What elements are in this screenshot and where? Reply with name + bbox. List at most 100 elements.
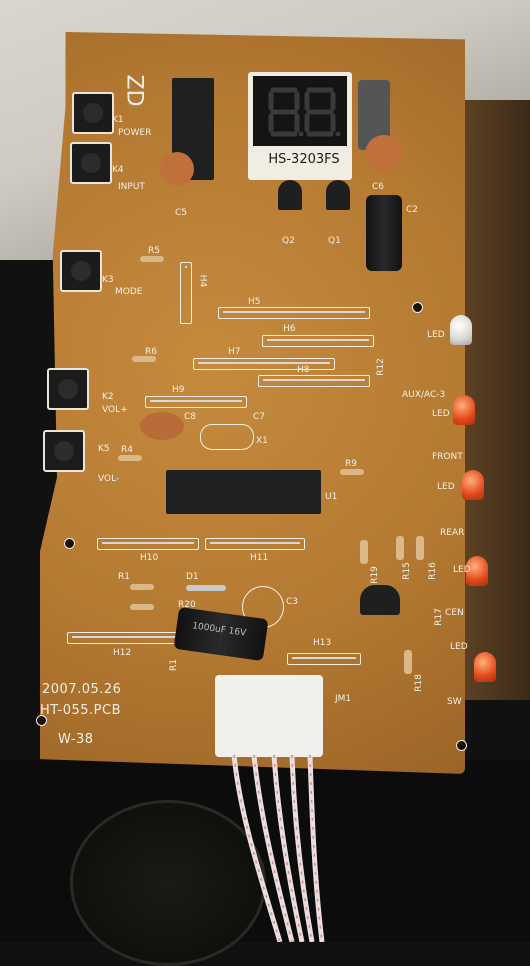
- button-ref-k2: K2: [102, 392, 114, 402]
- mounting-hole: [456, 740, 467, 751]
- crystal-outline: [200, 424, 254, 450]
- resistor-ref-r15: R15: [401, 562, 412, 580]
- resistor-r9: [340, 469, 364, 475]
- button-ref-k4: K4: [112, 165, 124, 175]
- seven-segment-display: [253, 76, 347, 146]
- resistor-ref-r18: R18: [413, 674, 424, 692]
- mode-button-label: MODE: [115, 287, 143, 297]
- jumper-h9: [145, 396, 247, 408]
- cap-ref-c7: C7: [253, 412, 266, 422]
- led-name-cen: CEN: [445, 608, 464, 618]
- resistor-r18: [404, 650, 412, 674]
- jumper-h6: [262, 335, 374, 347]
- zd-silk-label: ZD: [121, 74, 147, 107]
- microcontroller-u1: [166, 470, 321, 514]
- resistor-r5: [140, 256, 164, 262]
- power-button-label: POWER: [118, 128, 152, 138]
- led-name-sw: SW: [447, 697, 462, 707]
- vol-up-button-label: VOL+: [102, 405, 128, 415]
- resistor-ref-r6: R6: [145, 347, 157, 357]
- led-aux: [450, 315, 472, 345]
- button-ref-k5: K5: [98, 444, 110, 454]
- led-label-aux: LED: [427, 330, 445, 340]
- power-button[interactable]: [72, 92, 114, 134]
- led-cen: [466, 556, 488, 586]
- jumper-h5: [218, 307, 370, 319]
- jumper-ref-h12: H12: [113, 648, 132, 658]
- led-name-aux: AUX/AC-3: [402, 390, 446, 400]
- segment-digits-icon: [268, 87, 341, 137]
- resistor-ref-r16: R16: [427, 562, 438, 580]
- mode-button[interactable]: [60, 250, 102, 292]
- led-label-cen: LED: [453, 565, 471, 575]
- led-name-rear: REAR: [440, 528, 465, 538]
- button-ref-k1: K1: [112, 115, 124, 125]
- transistor-ref-q1: Q1: [328, 236, 341, 246]
- led-label-rear: LED: [437, 482, 455, 492]
- cap-ref-c2: C2: [406, 205, 419, 215]
- led-rear: [462, 470, 484, 500]
- resistor-ref-r17: R17: [433, 608, 444, 626]
- jumper-h13: [287, 653, 361, 665]
- ceramic-capacitor-c6: [365, 135, 403, 173]
- wire-connector: [215, 675, 323, 757]
- led-front: [453, 395, 475, 425]
- transistor-q2: [278, 180, 302, 210]
- board-model: HT-055.PCB: [40, 703, 121, 718]
- resistor-ref-r1: R1: [118, 572, 130, 582]
- crystal-ref-x1: X1: [256, 436, 268, 446]
- jumper-ref-h9: H9: [172, 385, 185, 395]
- mounting-hole: [64, 538, 75, 549]
- jumper-h10: [97, 538, 199, 550]
- input-button[interactable]: [70, 142, 112, 184]
- display-part-number: HS-3203FS: [268, 152, 340, 167]
- resistor-r4: [118, 455, 142, 461]
- resistor-ref-r1-lower: R1: [168, 659, 179, 671]
- cap-ref-c6: C6: [372, 182, 385, 192]
- vol-down-button-label: VOL-: [98, 474, 120, 484]
- transistor-right: [360, 585, 400, 615]
- input-button-label: INPUT: [118, 182, 145, 192]
- jumper-h7: [193, 358, 335, 370]
- jumper-ref-h11: H11: [250, 553, 269, 563]
- resistor-ref-r12: R12: [375, 358, 386, 376]
- cap-ref-c5: C5: [175, 208, 188, 218]
- resistor-ref-r5: R5: [148, 246, 160, 256]
- led-label-front: LED: [432, 409, 450, 419]
- vol-up-button[interactable]: [47, 368, 89, 410]
- electrolytic-capacitor-c2: [366, 195, 402, 271]
- board-revision: W-38: [58, 732, 94, 747]
- ceramic-capacitor-c8-body: [140, 412, 184, 440]
- resistor-ref-r20: R20: [178, 600, 196, 610]
- jumper-ref-h7: H7: [228, 347, 241, 357]
- jumper-ref-h6: H6: [283, 324, 296, 334]
- diode-d1: [186, 585, 226, 591]
- jumper-h11: [205, 538, 305, 550]
- mounting-hole: [36, 715, 47, 726]
- resistor-r20: [130, 604, 154, 610]
- resistor-r16: [416, 536, 424, 560]
- jumper-ref-h13: H13: [313, 638, 332, 648]
- resistor-r19: [360, 540, 368, 564]
- resistor-ref-r19: R19: [369, 566, 380, 584]
- ribbon-wires: [231, 755, 325, 942]
- resistor-r1: [130, 584, 154, 590]
- transistor-q1: [326, 180, 350, 210]
- jumper-ref-h8: H8: [297, 365, 310, 375]
- jumper-ref-h10: H10: [140, 553, 159, 563]
- jumper-ref-h5: H5: [248, 297, 261, 307]
- jumper-h12: [67, 632, 184, 644]
- cap-ref-c3: C3: [286, 597, 299, 607]
- ceramic-capacitor-c5: [160, 152, 194, 186]
- board-date: 2007.05.26: [42, 682, 122, 697]
- resistor-ref-r9: R9: [345, 459, 357, 469]
- resistor-r6: [132, 356, 156, 362]
- led-sw: [474, 652, 496, 682]
- cap-ref-c8: C8: [184, 412, 197, 422]
- led-name-front: FRONT: [432, 452, 463, 462]
- transistor-ref-q2: Q2: [282, 236, 295, 246]
- jumper-ref-h4: H4: [197, 274, 208, 288]
- vol-down-button[interactable]: [43, 430, 85, 472]
- button-ref-k3: K3: [102, 275, 114, 285]
- diode-ref-d1: D1: [186, 572, 199, 582]
